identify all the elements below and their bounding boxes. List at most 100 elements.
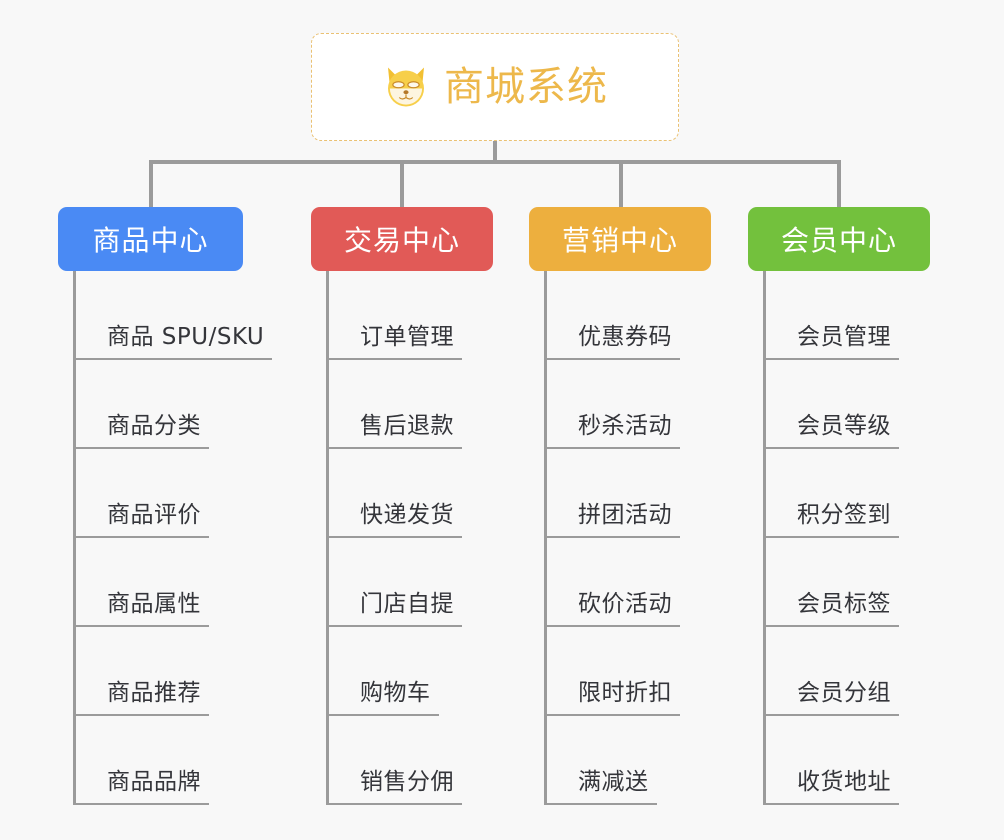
connector-drop-2 (400, 160, 404, 208)
category-box-trade-center[interactable]: 交易中心 (311, 207, 493, 271)
leaf-label: 商品品牌 (107, 769, 201, 796)
leaf-underline: 秒杀活动 (544, 413, 680, 449)
category-box-member-center[interactable]: 会员中心 (748, 207, 930, 271)
root-title: 商城系统 (444, 64, 608, 110)
leaf-item[interactable]: 会员分组 (763, 627, 899, 716)
category-box-marketing-center[interactable]: 营销中心 (529, 207, 711, 271)
leaf-label: 优惠券码 (578, 324, 672, 351)
leaf-label: 销售分佣 (360, 769, 454, 796)
branch-trunk-line (544, 271, 547, 805)
leaf-underline: 限时折扣 (544, 680, 680, 716)
leaf-item[interactable]: 商品品牌 (73, 716, 272, 805)
leaf-underline: 销售分佣 (326, 769, 462, 805)
leaf-item[interactable]: 会员管理 (763, 271, 899, 360)
leaf-underline: 商品品牌 (73, 769, 209, 805)
category-box-product-center[interactable]: 商品中心 (58, 207, 243, 271)
leaf-label: 售后退款 (360, 413, 454, 440)
leaf-label: 快递发货 (360, 502, 454, 529)
shiba-dog-face-icon (388, 67, 424, 108)
leaf-label: 商品评价 (107, 502, 201, 529)
leaf-label: 商品推荐 (107, 680, 201, 707)
leaf-underline: 商品分类 (73, 413, 209, 449)
leaf-item[interactable]: 优惠券码 (544, 271, 680, 360)
category-label: 营销中心 (561, 224, 678, 257)
root-connector-stem (493, 141, 497, 163)
leaf-list-member-center: 会员管理会员等级积分签到会员标签会员分组收货地址 (763, 271, 899, 805)
leaf-item[interactable]: 秒杀活动 (544, 360, 680, 449)
branch-trade-center: 交易中心订单管理售后退款快递发货门店自提购物车销售分佣 (311, 207, 493, 805)
leaf-underline: 商品 SPU/SKU (73, 324, 273, 360)
leaf-item[interactable]: 商品属性 (73, 538, 272, 627)
leaf-underline: 优惠券码 (544, 324, 680, 360)
leaf-item[interactable]: 商品 SPU/SKU (73, 271, 273, 360)
branch-marketing-center: 营销中心优惠券码秒杀活动拼团活动砍价活动限时折扣满减送 (529, 207, 711, 805)
leaf-underline: 商品评价 (73, 502, 209, 538)
branch-trunk-line (763, 271, 766, 805)
leaf-underline: 门店自提 (326, 591, 462, 627)
leaf-underline: 购物车 (326, 680, 439, 716)
connector-drop-3 (619, 160, 623, 208)
leaf-underline: 拼团活动 (544, 502, 680, 538)
leaf-label: 会员管理 (797, 324, 891, 351)
leaf-item[interactable]: 商品分类 (73, 360, 272, 449)
leaf-item[interactable]: 商品评价 (73, 449, 272, 538)
leaf-label: 会员标签 (797, 591, 891, 618)
leaf-item[interactable]: 商品推荐 (73, 627, 272, 716)
leaf-label: 秒杀活动 (578, 413, 672, 440)
leaf-item[interactable]: 快递发货 (326, 449, 462, 538)
leaf-label: 限时折扣 (578, 680, 672, 707)
leaf-item[interactable]: 购物车 (326, 627, 462, 716)
leaf-label: 商品分类 (107, 413, 201, 440)
branch-member-center: 会员中心会员管理会员等级积分签到会员标签会员分组收货地址 (748, 207, 930, 805)
leaf-item[interactable]: 订单管理 (326, 271, 462, 360)
leaf-item[interactable]: 满减送 (544, 716, 680, 805)
leaf-label: 门店自提 (360, 591, 454, 618)
leaf-list-marketing-center: 优惠券码秒杀活动拼团活动砍价活动限时折扣满减送 (544, 271, 680, 805)
leaf-label: 商品属性 (107, 591, 201, 618)
leaf-list-trade-center: 订单管理售后退款快递发货门店自提购物车销售分佣 (326, 271, 462, 805)
leaf-underline: 订单管理 (326, 324, 462, 360)
leaf-underline: 积分签到 (763, 502, 899, 538)
connector-drop-4 (837, 160, 841, 208)
leaf-underline: 快递发货 (326, 502, 462, 538)
leaf-item[interactable]: 积分签到 (763, 449, 899, 538)
leaf-label: 积分签到 (797, 502, 891, 529)
leaf-underline: 会员等级 (763, 413, 899, 449)
leaf-list-product-center: 商品 SPU/SKU 商品分类商品评价商品属性商品推荐商品品牌 (73, 271, 273, 805)
category-label: 会员中心 (780, 224, 897, 257)
leaf-label: 收货地址 (797, 769, 891, 796)
leaf-item[interactable]: 会员标签 (763, 538, 899, 627)
root-node[interactable]: 商城系统 (311, 33, 679, 141)
leaf-underline: 会员标签 (763, 591, 899, 627)
leaf-underline: 商品推荐 (73, 680, 209, 716)
leaf-underline: 会员分组 (763, 680, 899, 716)
leaf-underline: 收货地址 (763, 769, 899, 805)
leaf-item[interactable]: 门店自提 (326, 538, 462, 627)
leaf-underline: 售后退款 (326, 413, 462, 449)
category-label: 商品中心 (92, 224, 209, 257)
leaf-item[interactable]: 销售分佣 (326, 716, 462, 805)
leaf-item[interactable]: 限时折扣 (544, 627, 680, 716)
leaf-underline: 商品属性 (73, 591, 209, 627)
leaf-item[interactable]: 收货地址 (763, 716, 899, 805)
root-connector-bar (149, 160, 841, 164)
leaf-underline: 会员管理 (763, 324, 899, 360)
leaf-label: 商品 SPU/SKU (107, 324, 265, 351)
category-label: 交易中心 (343, 224, 460, 257)
leaf-label: 会员等级 (797, 413, 891, 440)
branch-trunk-line (73, 271, 76, 805)
leaf-item[interactable]: 会员等级 (763, 360, 899, 449)
leaf-item[interactable]: 拼团活动 (544, 449, 680, 538)
leaf-label: 砍价活动 (578, 591, 672, 618)
leaf-label: 满减送 (578, 769, 649, 796)
leaf-item[interactable]: 售后退款 (326, 360, 462, 449)
leaf-underline: 砍价活动 (544, 591, 680, 627)
branch-product-center: 商品中心商品 SPU/SKU 商品分类商品评价商品属性商品推荐商品品牌 (58, 207, 273, 805)
leaf-label: 会员分组 (797, 680, 891, 707)
leaf-item[interactable]: 砍价活动 (544, 538, 680, 627)
leaf-label: 拼团活动 (578, 502, 672, 529)
leaf-underline: 满减送 (544, 769, 657, 805)
connector-drop-1 (149, 160, 153, 208)
leaf-label: 购物车 (360, 680, 431, 707)
